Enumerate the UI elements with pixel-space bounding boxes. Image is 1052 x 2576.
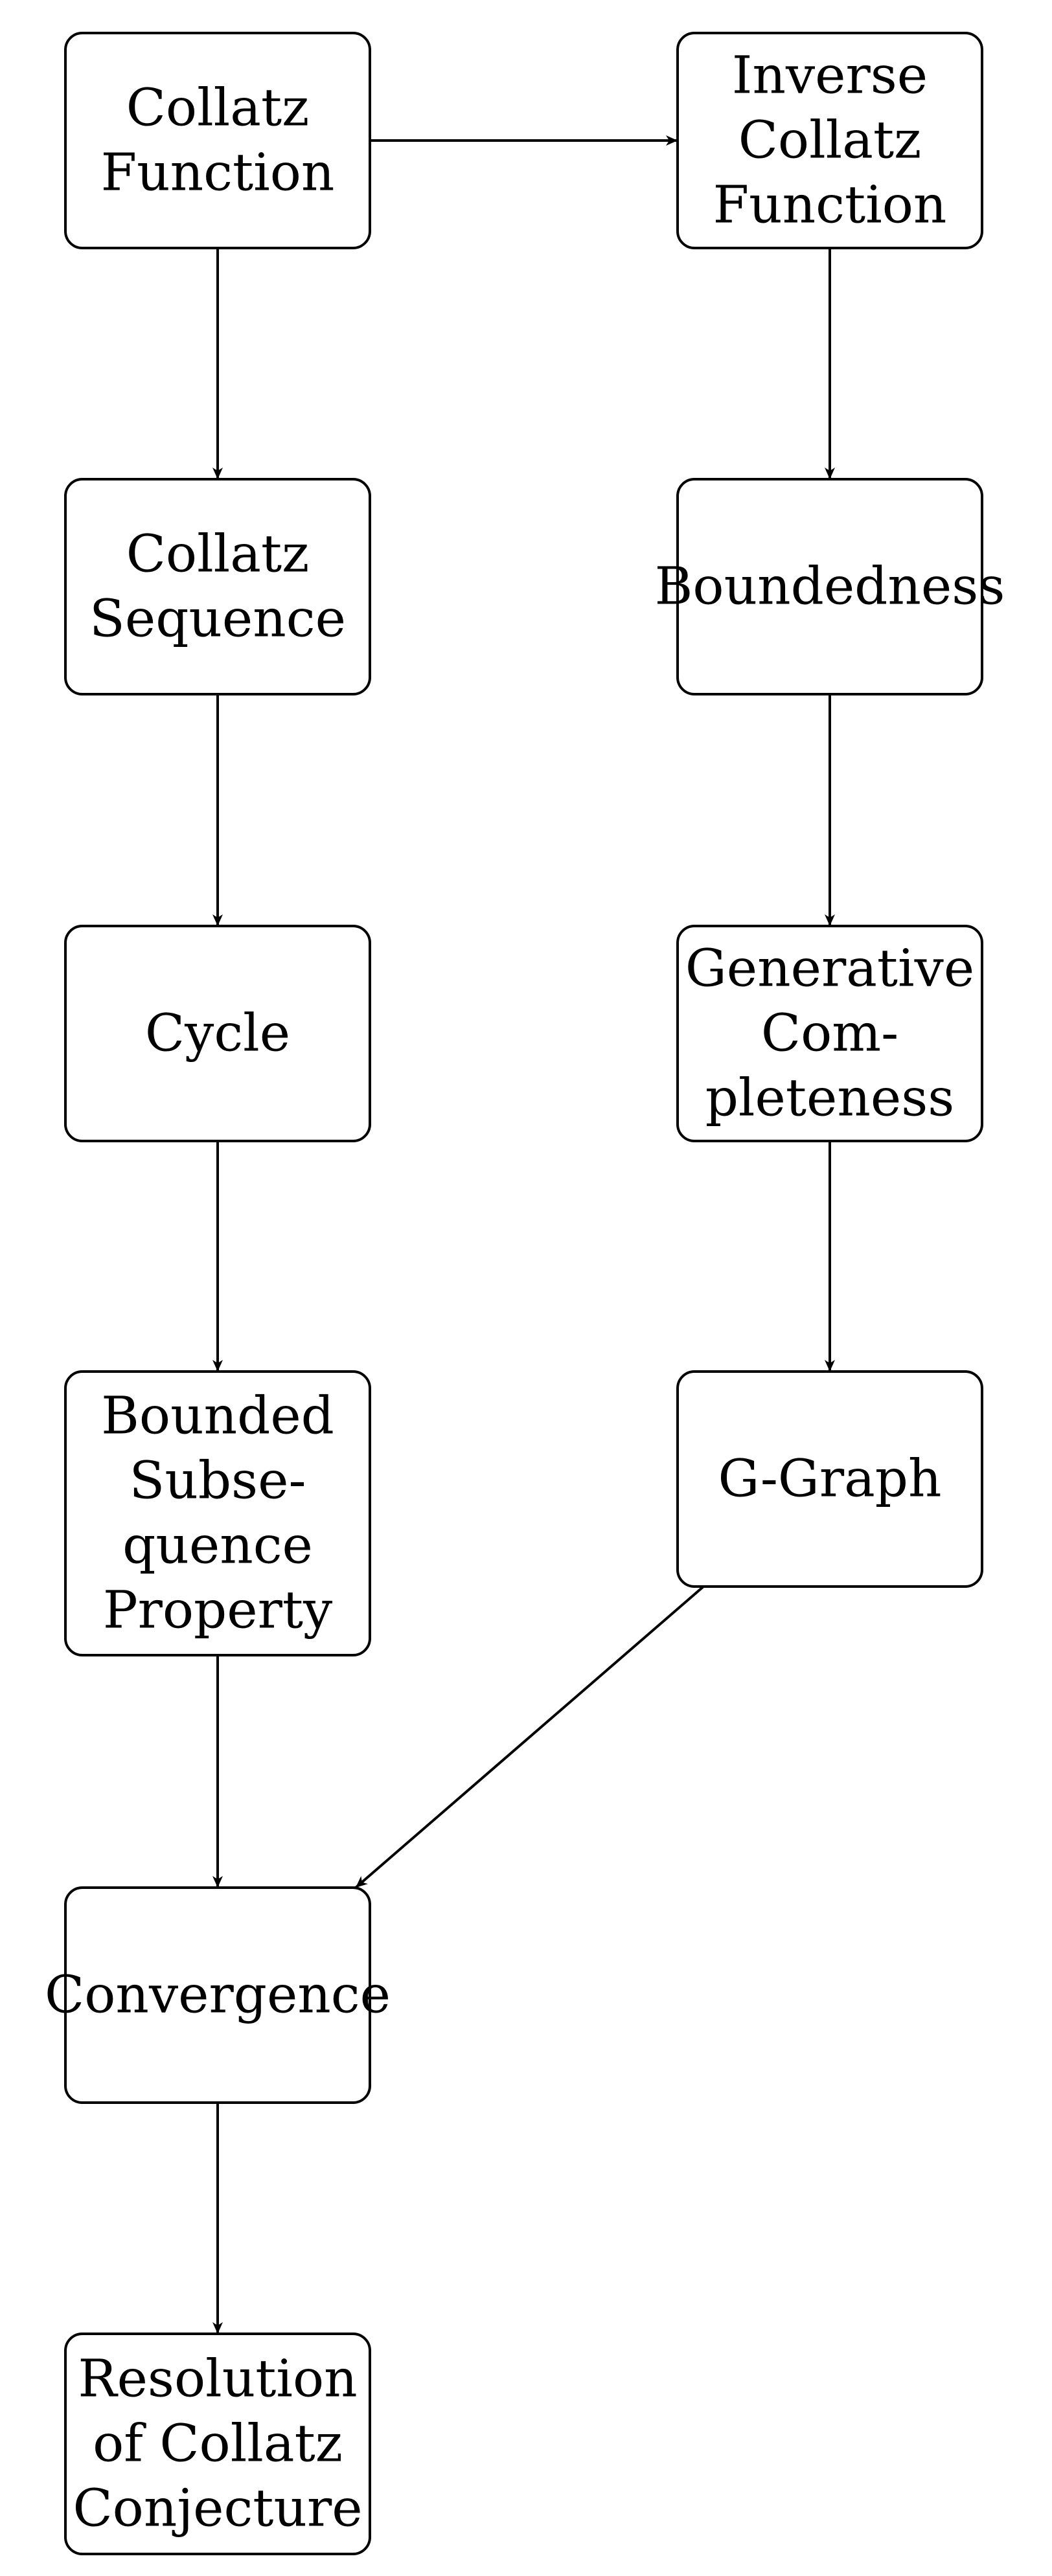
edges (212, 135, 835, 2334)
node-box (64, 2333, 371, 2555)
node-label: Property (103, 1579, 332, 1640)
node-box (64, 925, 371, 1142)
node-box (64, 1370, 371, 1656)
node-box (676, 925, 983, 1142)
node-label: Collatz (126, 523, 310, 583)
node-box (676, 1370, 983, 1588)
node-box (676, 478, 983, 695)
node-box (64, 1886, 371, 2104)
node-label: Boundedness (655, 556, 1005, 616)
node-label: Com- (761, 1002, 898, 1063)
node-cycle: Cycle (64, 925, 371, 1142)
edge-g-graph-to-convergence (354, 1585, 705, 1889)
node-label: Resolution (78, 2348, 357, 2408)
node-label: Subse- (130, 1450, 306, 1510)
node-label: G-Graph (718, 1448, 942, 1508)
node-label: pleteness (705, 1067, 955, 1127)
node-box (676, 32, 983, 249)
node-label: Cycle (145, 1002, 290, 1063)
node-label: quence (122, 1515, 313, 1575)
node-label: Bounded (101, 1385, 334, 1445)
node-boundedness: Boundedness (655, 478, 1005, 695)
node-label: Convergence (45, 1964, 391, 2024)
node-box (64, 32, 371, 249)
node-label: Function (101, 142, 335, 202)
node-label: Collatz (738, 109, 922, 170)
node-box (64, 478, 371, 695)
node-label: Sequence (89, 588, 346, 648)
node-label: Inverse (732, 45, 928, 105)
node-label: Collatz (126, 77, 310, 137)
node-g-graph: G-Graph (676, 1370, 983, 1588)
node-label: of Collatz (93, 2413, 343, 2473)
node-label: Conjecture (73, 2478, 362, 2538)
node-label: Function (713, 174, 947, 234)
nodes: CollatzFunctionInverseCollatzFunctionCol… (45, 32, 1005, 2555)
node-convergence: Convergence (45, 1886, 391, 2104)
node-label: Generative (685, 938, 974, 998)
